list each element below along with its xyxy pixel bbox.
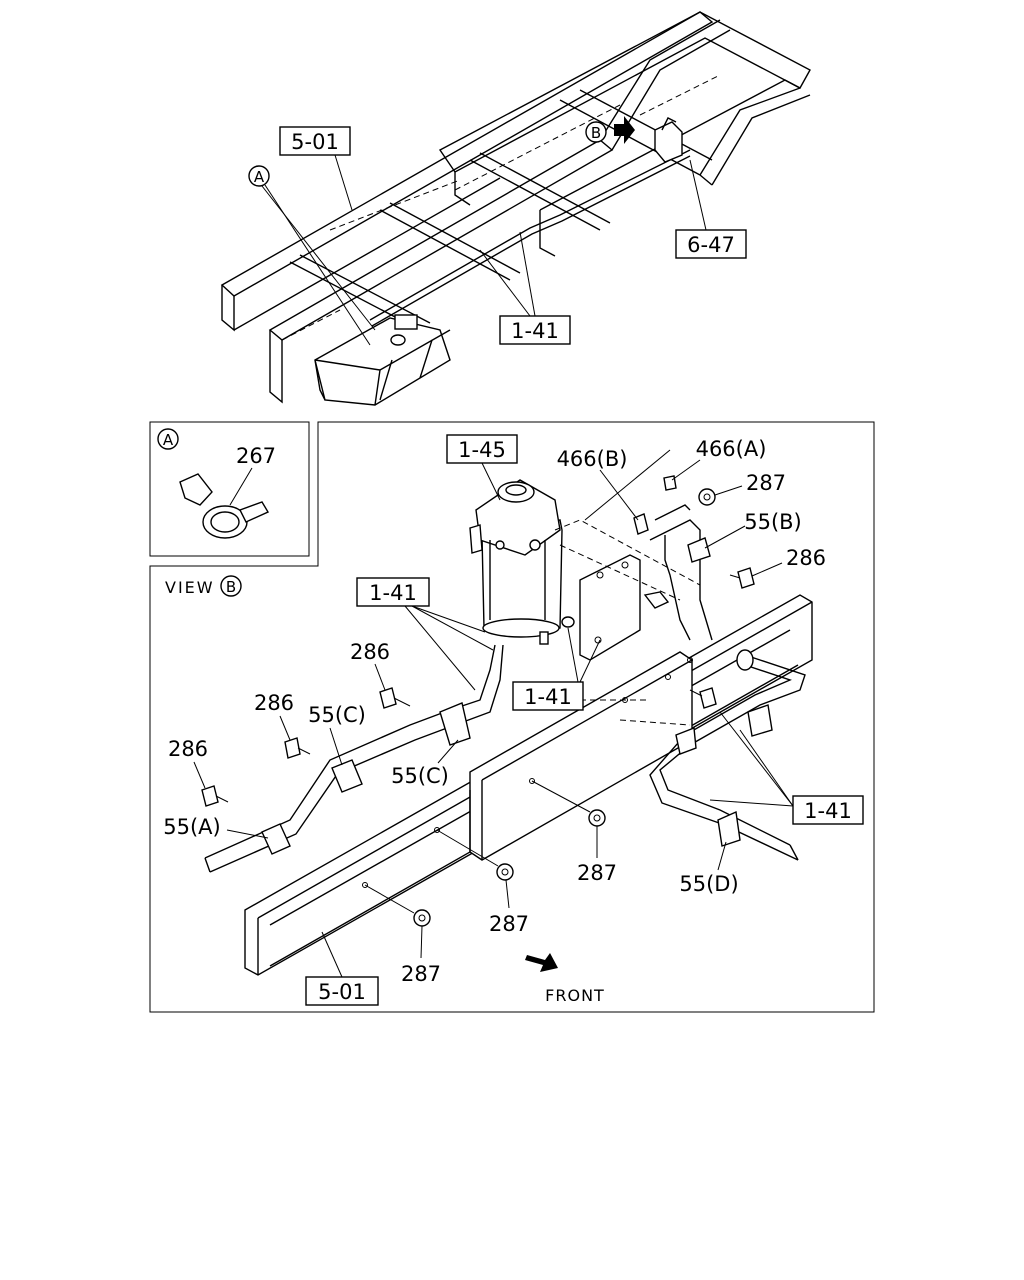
front-label: FRONT: [545, 986, 605, 1005]
label-1-45-text: 1-45: [458, 438, 506, 462]
label-1-45: 1-45: [446, 434, 518, 501]
leader-55c-top: [329, 727, 343, 766]
label-5-01-bottom: 5-01: [305, 931, 379, 1006]
label-frame-5-01-text: 5-01: [291, 130, 339, 154]
leader-287-c-ext: [364, 884, 415, 914]
leader-286-a: [374, 663, 386, 691]
label-detail-6-47-text: 6-47: [687, 233, 735, 257]
label-287-top: 287: [746, 471, 786, 495]
clip-55d: [717, 810, 741, 847]
clip-55a: [261, 823, 291, 855]
chassis-overview: [220, 11, 811, 406]
label-55c-bottom: 55(C): [391, 764, 449, 788]
label-287-a: 287: [577, 861, 617, 885]
view-b-title: VIEW: [165, 578, 215, 597]
label-287-c: 287: [401, 962, 441, 986]
label-55a: 55(A): [163, 815, 220, 839]
label-detail-6-47: 6-47: [675, 159, 747, 259]
front-arrow-icon: [525, 953, 558, 972]
leader-466b: [599, 469, 639, 521]
fuel-filter-1-45: [469, 479, 563, 645]
label-286-right: 286: [786, 546, 826, 570]
label-1-41-left-text: 1-41: [369, 581, 417, 605]
label-frame-5-01: 5-01: [279, 126, 353, 211]
part-267-label: 267: [236, 444, 276, 468]
leader-55b: [704, 525, 746, 549]
leader-55a: [226, 829, 269, 839]
front-indicator: FRONT: [525, 953, 605, 1005]
label-466a: 466(A): [696, 437, 767, 461]
label-5-01-bottom-text: 5-01: [318, 980, 366, 1004]
callout-a-top-text: A: [254, 168, 265, 186]
leader-286-b: [279, 715, 291, 741]
view-b-callout: B: [226, 578, 236, 596]
leader-287-c: [420, 925, 423, 959]
label-1-41-right: 1-41: [709, 711, 864, 825]
label-tube-1-41-top-text: 1-41: [511, 319, 559, 343]
label-1-41-left: 1-41: [356, 577, 494, 691]
leader-286-right: [751, 562, 783, 577]
leader-55d: [717, 841, 727, 871]
label-1-41-right-text: 1-41: [804, 799, 852, 823]
view-b-fuel-lines: [204, 504, 806, 873]
filter-bracket: [554, 519, 701, 661]
view-b-panel: VIEW B: [149, 421, 875, 1013]
clip-right-upper: [675, 704, 773, 755]
label-466b: 466(B): [557, 447, 628, 471]
label-55b: 55(B): [744, 510, 802, 534]
leader-55c-bottom: [437, 739, 459, 764]
leader-287-b: [505, 879, 510, 909]
label-286-b: 286: [254, 691, 294, 715]
leader-466a: [671, 459, 701, 481]
clip-267-drawing: [179, 473, 270, 539]
leader-286-c: [193, 761, 206, 789]
label-tube-1-41-top: 1-41: [479, 231, 571, 345]
label-287-b: 287: [489, 912, 529, 936]
leader-466a-ext: [584, 449, 671, 521]
clip-55c-left: [331, 759, 363, 793]
label-1-41-mid-text: 1-41: [524, 685, 572, 709]
leader-287-b-ext: [436, 829, 499, 867]
label-286-a: 286: [350, 640, 390, 664]
label-55d: 55(D): [679, 872, 738, 896]
callout-a-top: A: [248, 165, 376, 346]
leader-287-top: [714, 485, 743, 496]
detail-a-callout: A: [163, 431, 174, 449]
label-1-41-mid: 1-41: [512, 627, 601, 711]
detail-a-panel: A 267: [149, 421, 310, 557]
clip-55c-right: [439, 702, 471, 746]
label-55c-top: 55(C): [308, 703, 366, 727]
clip-55b: [687, 537, 711, 563]
label-286-c: 286: [168, 737, 208, 761]
leader-287-a-ext: [531, 780, 591, 813]
callout-b-top: B: [585, 116, 635, 144]
callout-b-top-text: B: [591, 124, 601, 142]
